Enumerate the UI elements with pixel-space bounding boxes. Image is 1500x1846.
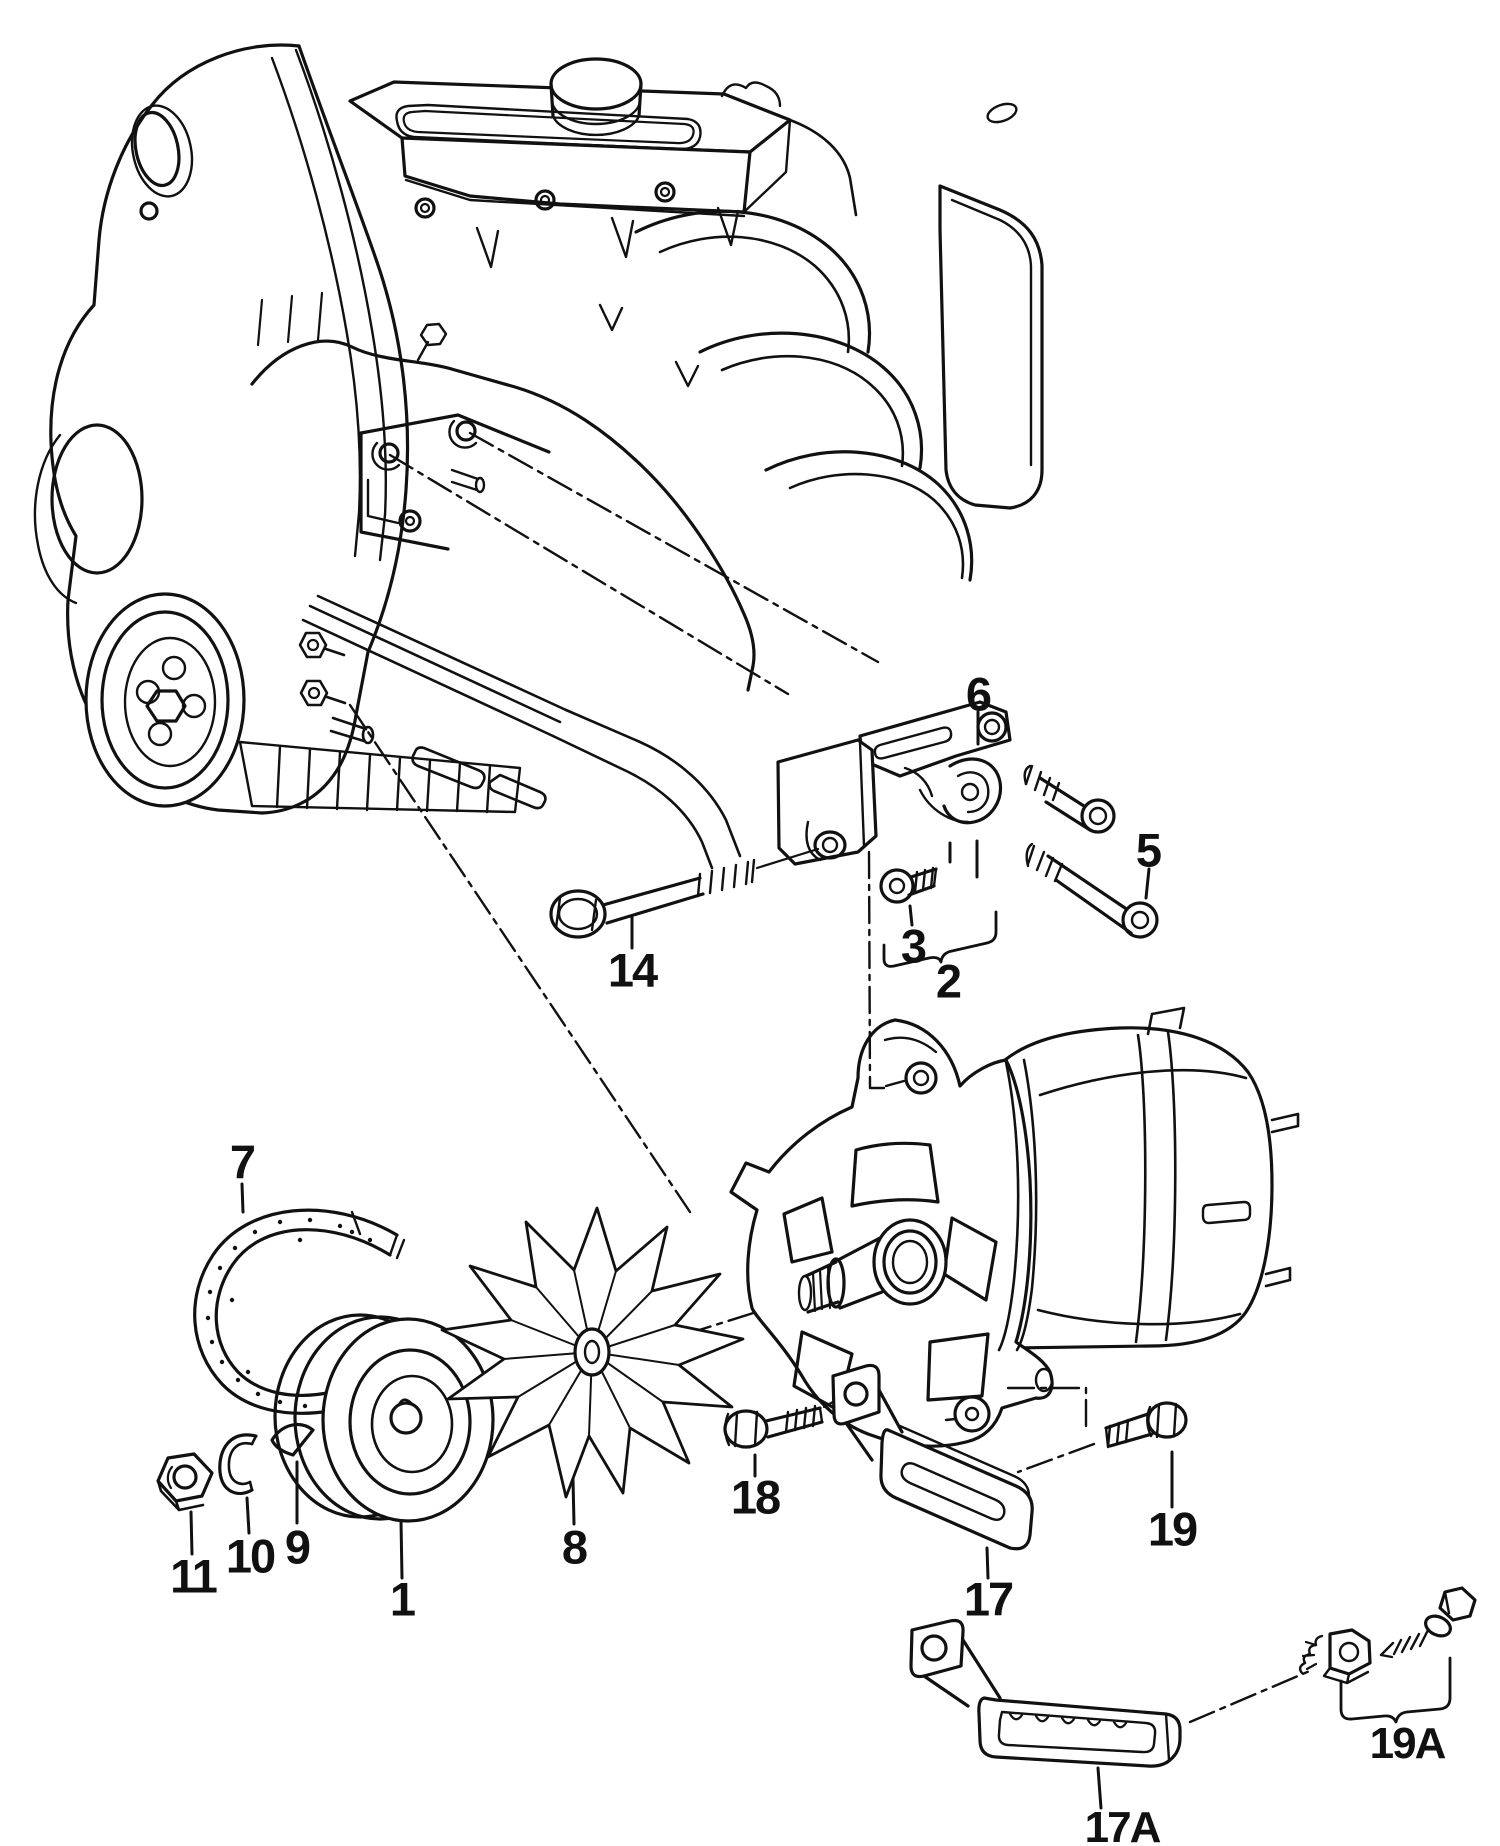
serrated-nut-19a: [1300, 1630, 1370, 1683]
hardware-19a: [1190, 1588, 1475, 1722]
callout-1: 1: [389, 1572, 416, 1626]
intake-manifold: [600, 100, 1042, 580]
bracket-17a: [911, 1620, 1180, 1766]
bolt-3: [881, 868, 936, 902]
centerline-to-alternator: [350, 705, 690, 1212]
callout-14: 14: [607, 943, 658, 997]
valve-cover: [350, 82, 790, 267]
callout-8: 8: [561, 1520, 588, 1574]
engine-assembly: [35, 45, 1042, 868]
engine-mount-boss: [361, 415, 549, 549]
callout-19: 19: [1147, 1502, 1198, 1556]
shaft-nut: [158, 1454, 212, 1510]
engine-block: [252, 293, 754, 690]
bolt-19a: [1381, 1588, 1475, 1657]
bolt-19: [1008, 1388, 1186, 1472]
alternator-rear-housing: [1005, 1008, 1298, 1348]
grouping-brace-2: [884, 912, 996, 966]
mounting-bracket: [778, 702, 1010, 864]
oil-filler-cap: [551, 59, 641, 135]
engine-crank-pulley: [86, 594, 244, 806]
callout-11: 11: [170, 1549, 218, 1603]
woodruff-key: [272, 1425, 313, 1455]
callout-3: 3: [900, 919, 927, 973]
centerline-upper: [470, 433, 878, 662]
alternator-fan: [442, 1208, 743, 1497]
callout-10: 10: [225, 1529, 276, 1583]
engine-support-rail: [300, 596, 740, 868]
bolt-18: [725, 1399, 838, 1447]
bolt-14: [551, 849, 818, 937]
callout-7: 7: [229, 1135, 256, 1189]
bracket-17: [833, 1365, 1032, 1548]
lock-washer: [220, 1435, 256, 1494]
callout-18: 18: [730, 1470, 781, 1524]
centerline-bracket-to-alternator: [869, 852, 904, 1088]
callout-17a: 17A: [1084, 1803, 1162, 1846]
bolt-5: [1027, 844, 1157, 937]
bolt-6: [1025, 766, 1114, 832]
callout-2: 2: [935, 954, 962, 1008]
leader-lines: [191, 712, 1172, 1808]
alternator: [731, 1008, 1298, 1446]
callout-19a: 19A: [1369, 1719, 1447, 1768]
callout-9: 9: [284, 1520, 311, 1574]
callout-5: 5: [1135, 823, 1162, 877]
callout-6: 6: [965, 667, 992, 721]
centerline-lower: [390, 455, 788, 694]
grouping-brace-19a: [1341, 1658, 1450, 1722]
callout-17: 17: [963, 1572, 1014, 1626]
alternator-shaft: [799, 1220, 946, 1312]
oil-pan: [240, 742, 520, 812]
alternator-pulley: [275, 1315, 493, 1521]
